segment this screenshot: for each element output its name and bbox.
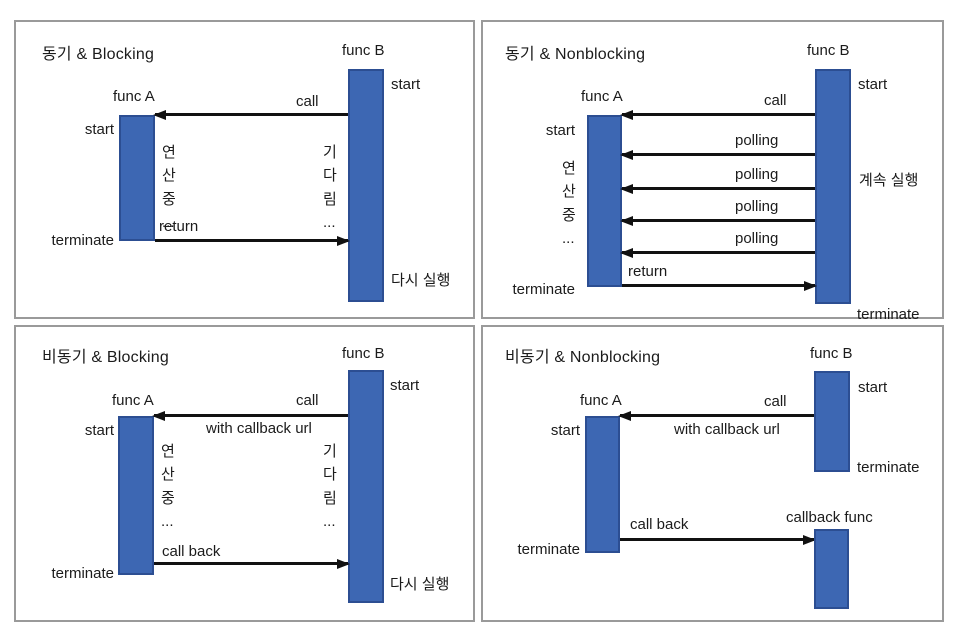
func-a-terminate-label: terminate bbox=[517, 541, 580, 558]
func-b-terminate-label: terminate bbox=[857, 306, 920, 323]
panel-sync-blocking: 동기 & Blocking func B start func A start … bbox=[14, 20, 475, 319]
func-b-lifeline-bar bbox=[815, 69, 851, 304]
func-b-waiting-label: 기다림 ... bbox=[323, 443, 337, 530]
func-b-label: func B bbox=[807, 42, 850, 59]
call-message-label: call bbox=[296, 93, 319, 110]
func-a-start-label: start bbox=[550, 422, 580, 439]
callback-message-label: call back bbox=[630, 516, 689, 533]
func-a-lifeline-bar bbox=[118, 416, 154, 575]
panel-title: 동기 & Nonblocking bbox=[505, 46, 646, 63]
return-arrow bbox=[622, 284, 815, 287]
call-message-label: call bbox=[764, 92, 787, 109]
call-message-label: call bbox=[296, 392, 319, 409]
polling-message-label: polling bbox=[735, 198, 779, 215]
func-a-lifeline-bar bbox=[587, 115, 622, 287]
call-detail-label: with callback url bbox=[674, 421, 780, 438]
callback-message-label: call back bbox=[162, 543, 221, 560]
func-b-resume-label: 다시 실행 bbox=[391, 272, 451, 289]
return-message-label: return bbox=[159, 218, 199, 235]
polling-message-label: polling bbox=[735, 230, 779, 247]
return-message-label: return bbox=[628, 263, 668, 280]
panel-title: 동기 & Blocking bbox=[42, 46, 155, 63]
func-a-lifeline-bar bbox=[119, 115, 155, 241]
polling-arrow bbox=[622, 187, 815, 190]
func-a-terminate-label: terminate bbox=[512, 281, 575, 298]
func-b-start-label: start bbox=[391, 76, 421, 93]
call-arrow bbox=[620, 414, 814, 417]
func-b-lifeline-bar bbox=[348, 370, 384, 603]
panel-async-nonblocking: 비동기 & Nonblocking func B start terminate… bbox=[481, 325, 944, 622]
func-a-label: func A bbox=[580, 392, 622, 409]
polling-arrow bbox=[622, 153, 815, 156]
call-detail-label: with callback url bbox=[206, 420, 312, 437]
func-b-label: func B bbox=[342, 345, 385, 362]
callback-func-label: callback func bbox=[786, 509, 873, 526]
panel-title: 비동기 & Blocking bbox=[42, 349, 169, 366]
callback-func-lifeline-bar bbox=[814, 529, 849, 609]
func-a-lifeline-bar bbox=[585, 416, 620, 553]
func-a-start-label: start bbox=[545, 122, 575, 139]
func-b-resume-label: 다시 실행 bbox=[390, 576, 450, 593]
func-b-start-label: start bbox=[858, 379, 888, 396]
call-message-label: call bbox=[764, 393, 787, 410]
func-b-label: func B bbox=[810, 345, 853, 362]
polling-message-label: polling bbox=[735, 132, 779, 149]
func-b-start-label: start bbox=[390, 377, 420, 394]
func-b-terminate-label: terminate bbox=[857, 459, 920, 476]
callback-arrow bbox=[620, 538, 814, 541]
func-a-activity-label: 연산중 ... bbox=[161, 443, 175, 530]
func-a-label: func A bbox=[112, 392, 154, 409]
panel-async-blocking: 비동기 & Blocking func B start func A start… bbox=[14, 325, 475, 622]
func-a-terminate-label: terminate bbox=[51, 232, 114, 249]
func-b-start-label: start bbox=[858, 76, 888, 93]
callback-arrow bbox=[154, 562, 348, 565]
func-b-lifeline-bar bbox=[348, 69, 384, 302]
func-a-activity-label: 연산중 ... bbox=[162, 144, 176, 231]
func-b-running-label: 계속 실행 bbox=[859, 172, 919, 189]
call-arrow bbox=[155, 113, 348, 116]
func-a-start-label: start bbox=[84, 121, 114, 138]
func-a-label: func A bbox=[113, 88, 155, 105]
func-b-lifeline-bar bbox=[814, 371, 850, 472]
call-arrow bbox=[154, 414, 348, 417]
func-a-terminate-label: terminate bbox=[51, 565, 114, 582]
polling-arrow bbox=[622, 219, 815, 222]
func-b-waiting-label: 기다림 ... bbox=[323, 144, 337, 231]
func-b-label: func B bbox=[342, 42, 385, 59]
return-arrow bbox=[155, 239, 348, 242]
polling-arrow bbox=[622, 251, 815, 254]
func-a-activity-label: 연산중 ... bbox=[562, 160, 576, 247]
polling-message-label: polling bbox=[735, 166, 779, 183]
func-a-start-label: start bbox=[84, 422, 114, 439]
call-arrow bbox=[622, 113, 815, 116]
panel-sync-nonblocking: 동기 & Nonblocking func B start func A sta… bbox=[481, 20, 944, 323]
panel-title: 비동기 & Nonblocking bbox=[505, 349, 661, 366]
func-a-label: func A bbox=[581, 88, 623, 105]
